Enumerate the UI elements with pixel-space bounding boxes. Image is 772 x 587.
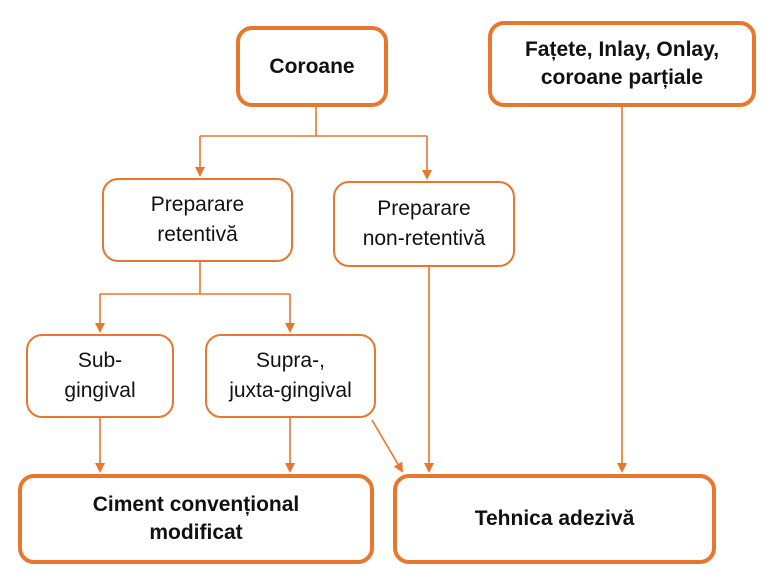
node-ciment-line-2: modificat (149, 521, 243, 544)
node-preparare-non-retentiva: Preparare non-retentivă (333, 181, 515, 267)
node-supra-line-1: Supra-, (256, 349, 325, 372)
node-retentiva-line-2: retentivă (157, 223, 238, 246)
node-retentiva-line-1: Preparare (150, 193, 245, 216)
node-fatete-inlay-onlay: Fațete, Inlay, Onlay, coroane parțiale (488, 21, 756, 107)
connector-retentiva-split (100, 262, 290, 295)
node-ciment-conventional-modificat: Ciment convențional modificat (18, 474, 374, 564)
node-preparare-retentiva: Preparare retentivă (102, 178, 293, 262)
connector-coroane-split (200, 107, 427, 137)
node-subgingival-line-2: gingival (64, 379, 136, 402)
node-nonretentiva-line-2: non-retentivă (362, 227, 486, 250)
node-tehnica-line-1: Tehnica adezivă (474, 507, 635, 530)
node-tehnica-adeziva: Tehnica adezivă (393, 474, 716, 564)
arrow-supra-to-tehnica (371, 419, 404, 473)
node-subgingival-line-1: Sub- (77, 349, 123, 372)
node-supra-line-2: juxta-gingival (229, 379, 352, 402)
node-ciment-line-1: Ciment convențional (92, 493, 300, 516)
node-coroane-line-1: Coroane (269, 54, 355, 78)
node-nonretentiva-line-1: Preparare (377, 197, 471, 220)
node-fatete-line-2: coroane parțiale (540, 66, 704, 89)
node-supra-juxta-gingival: Supra-, juxta-gingival (205, 334, 376, 418)
node-sub-gingival: Sub- gingival (26, 334, 174, 418)
node-coroane: Coroane (236, 26, 388, 107)
node-fatete-line-1: Fațete, Inlay, Onlay, (524, 38, 720, 61)
